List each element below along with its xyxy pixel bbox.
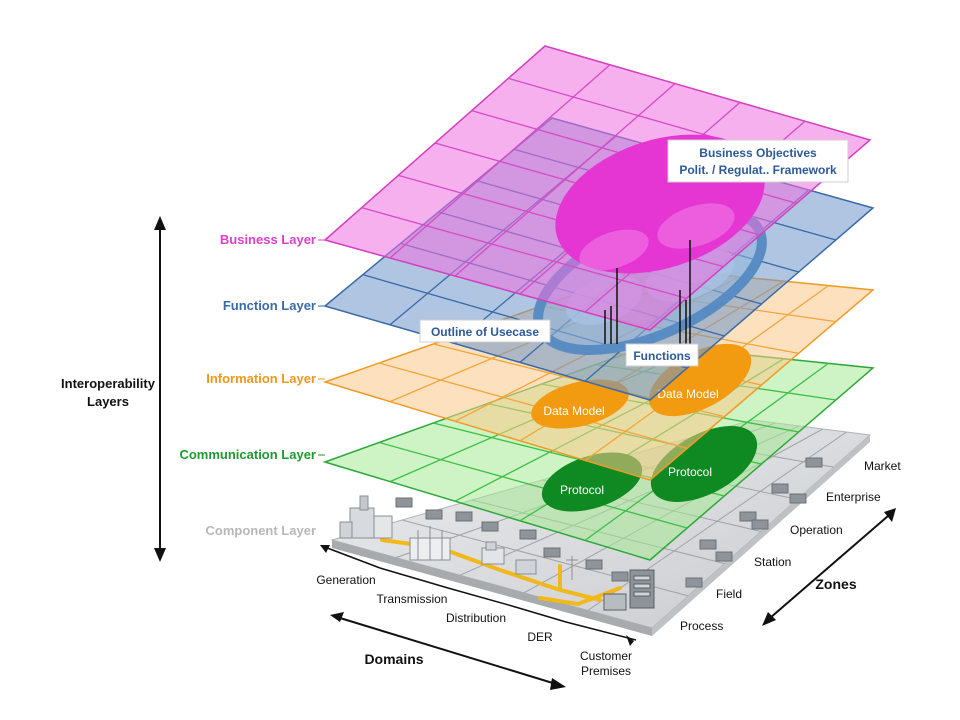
- business-inner-ellipse-left: [579, 229, 649, 271]
- zone-field: Field: [716, 587, 742, 601]
- business-objectives-line2: Polit. / Regulat.. Framework: [679, 163, 837, 177]
- component-device-box: [699, 539, 717, 550]
- data-model-label-left: Data Model: [543, 404, 604, 418]
- component-device-box: [519, 529, 537, 540]
- component-layer-label: Component Layer: [205, 523, 316, 538]
- layer-labels: Business Layer Function Layer Informatio…: [179, 232, 316, 538]
- zone-market: Market: [864, 459, 901, 473]
- component-device-box: [685, 577, 703, 588]
- communication-layer-label: Communication Layer: [179, 447, 316, 462]
- domain-generation: Generation: [316, 573, 375, 587]
- business-layer-label: Business Layer: [220, 232, 316, 247]
- data-model-ellipse-right: [648, 343, 752, 417]
- component-plane-side: [652, 435, 870, 636]
- domain-distribution: Distribution: [446, 611, 506, 625]
- component-device-box: [715, 551, 733, 562]
- interoperability-label-line2: Layers: [87, 394, 129, 409]
- grid-line: [361, 207, 687, 299]
- business-objectives-callout: Business Objectives Polit. / Regulat.. F…: [667, 139, 849, 183]
- business-objectives-line1: Business Objectives: [699, 146, 817, 160]
- outline-usecase-label: Outline of Usecase: [431, 325, 539, 339]
- component-devices: [395, 457, 823, 588]
- component-device-box: [805, 457, 823, 468]
- zone-labels: Process Field Station Operation Enterpri…: [680, 459, 901, 633]
- data-model-label-right: Data Model: [657, 387, 718, 401]
- generation-plant: [339, 495, 393, 539]
- grid-line: [378, 362, 688, 449]
- function-layer-label: Function Layer: [223, 298, 316, 313]
- zone-station: Station: [754, 555, 791, 569]
- component-device-box: [739, 511, 757, 522]
- customer-building: [603, 569, 655, 611]
- component-device-box: [585, 559, 603, 570]
- functions-callout: Functions: [625, 343, 699, 367]
- protocol-label-right: Protocol: [668, 465, 712, 479]
- distribution-station: [481, 541, 505, 565]
- der-installation: [515, 556, 578, 580]
- domains-title: Domains: [364, 651, 423, 667]
- component-device-box: [611, 571, 629, 582]
- functions-label: Functions: [633, 349, 691, 363]
- zones-title: Zones: [815, 576, 856, 592]
- component-device-box: [789, 493, 807, 504]
- outline-usecase-callout: Outline of Usecase: [419, 319, 551, 343]
- data-model-ellipse-left: [531, 379, 629, 429]
- function-connector-lines: [604, 240, 691, 344]
- component-device-box: [771, 483, 789, 494]
- layer-label-leaders: [318, 239, 325, 456]
- domain-dividers: [320, 545, 637, 646]
- protocol-ellipse-right: [650, 426, 758, 502]
- component-plane-edge: [332, 540, 652, 636]
- interoperability-label-line1: Interoperability: [61, 376, 156, 391]
- component-device-box: [395, 497, 413, 508]
- domain-labels: Generation Transmission Distribution DER…: [316, 573, 632, 678]
- transmission-substation: [409, 526, 451, 561]
- domain-der: DER: [527, 630, 553, 644]
- zones-arrow: [762, 508, 896, 626]
- zone-enterprise: Enterprise: [826, 490, 881, 504]
- domains-arrow: [330, 612, 566, 690]
- component-device-box: [425, 509, 443, 520]
- domain-premises: Premises: [581, 664, 631, 678]
- business-inner-ellipse-right: [657, 203, 735, 249]
- component-device-box: [455, 511, 473, 522]
- domain-customer: Customer: [580, 649, 632, 663]
- information-layer-label: Information Layer: [206, 371, 316, 386]
- component-device-box: [481, 521, 499, 532]
- protocol-label-left: Protocol: [560, 483, 604, 497]
- interoperability-arrow: [154, 216, 166, 562]
- grid-line: [378, 441, 688, 529]
- zone-process: Process: [680, 619, 723, 633]
- zone-operation: Operation: [790, 523, 843, 537]
- component-device-box: [751, 519, 769, 530]
- domain-transmission: Transmission: [377, 592, 448, 606]
- component-device-box: [543, 547, 561, 558]
